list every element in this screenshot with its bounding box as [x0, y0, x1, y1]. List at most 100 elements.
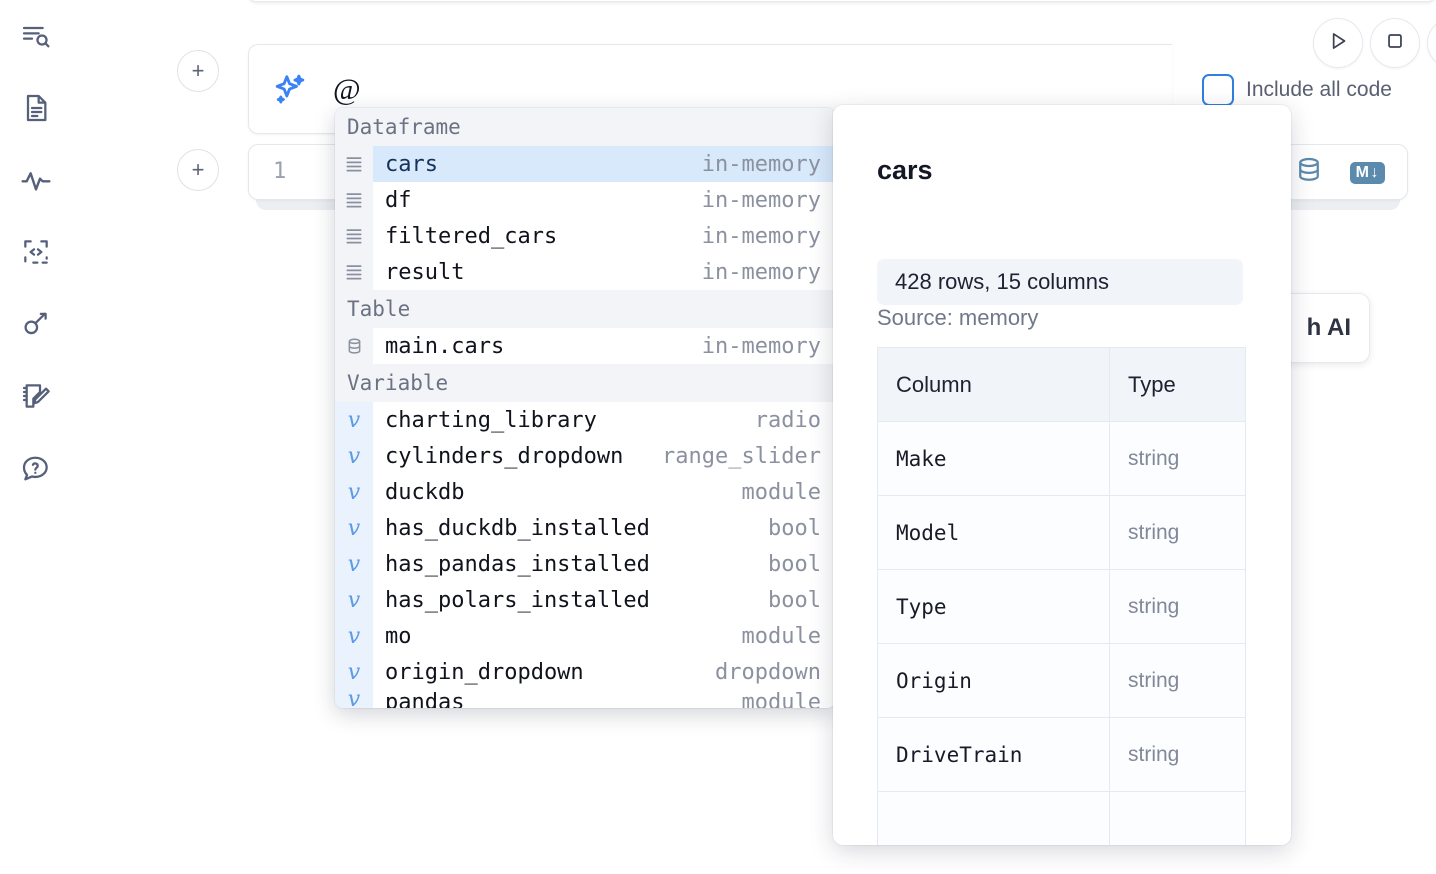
autocomplete-item-type: in-memory — [701, 333, 821, 359]
code-snippet-icon — [20, 236, 52, 268]
include-all-code-checkbox[interactable] — [1202, 74, 1234, 106]
column-header-column: Column — [877, 347, 1110, 422]
sidebar-rail — [0, 0, 72, 874]
autocomplete-item[interactable]: v has_duckdb_installed bool — [335, 510, 835, 546]
table-header-row: Column Type — [877, 347, 1246, 422]
autocomplete-item-type: bool — [768, 551, 821, 577]
autocomplete-item-name: pandas — [385, 690, 465, 708]
schema-column-name: Make — [877, 421, 1110, 496]
autocomplete-item[interactable]: main.cars in-memory — [335, 328, 835, 364]
more-actions-button[interactable] — [1427, 18, 1436, 68]
autocomplete-item-type: in-memory — [701, 151, 821, 177]
autocomplete-item-name: cylinders_dropdown — [385, 443, 624, 469]
autocomplete-item-name: has_duckdb_installed — [385, 515, 650, 541]
database-icon[interactable] — [1294, 155, 1324, 190]
sidebar-item-secrets[interactable] — [14, 302, 58, 346]
ai-prompt-input[interactable]: @ — [333, 73, 361, 106]
sidebar-item-outline-search[interactable] — [14, 14, 58, 58]
autocomplete-item-type: bool — [768, 587, 821, 613]
autocomplete-item-name: main.cars — [385, 333, 505, 359]
key-icon — [20, 308, 52, 340]
detail-shape-badge: 428 rows, 15 columns — [877, 259, 1243, 305]
autocomplete-item-name: origin_dropdown — [385, 659, 584, 685]
schema-column-type: string — [1109, 717, 1246, 792]
variable-icon: v — [335, 510, 373, 546]
dataframe-icon — [335, 254, 373, 290]
autocomplete-item-type: radio — [754, 407, 821, 433]
plus-icon: + — [191, 58, 205, 83]
autocomplete-item-type: dropdown — [715, 659, 821, 685]
autocomplete-item-name: cars — [385, 151, 438, 177]
autocomplete-item-name: has_pandas_installed — [385, 551, 650, 577]
generate-with-ai-label: h AI — [1306, 314, 1351, 341]
autocomplete-group-header: Dataframe — [335, 108, 835, 146]
add-cell-button-bottom[interactable]: + — [177, 149, 219, 191]
markdown-badge-arrow: ↓ — [1370, 163, 1379, 181]
sidebar-item-document[interactable] — [14, 86, 58, 130]
markdown-icon[interactable]: M↓ — [1349, 161, 1385, 184]
document-icon — [20, 92, 52, 124]
autocomplete-item[interactable]: cars in-memory — [335, 146, 835, 182]
table-row-partial — [877, 791, 1246, 845]
detail-source: Source: memory — [877, 305, 1039, 330]
sparkles-icon — [271, 71, 309, 109]
schema-column-type: string — [1109, 643, 1246, 718]
autocomplete-item-name: mo — [385, 623, 412, 649]
autocomplete-item-name: charting_library — [385, 407, 597, 433]
outline-search-icon — [20, 20, 52, 52]
include-all-code-label: Include all code — [1246, 78, 1392, 101]
schema-column-type: string — [1109, 569, 1246, 644]
add-cell-button-top[interactable]: + — [177, 50, 219, 92]
schema-column-type: string — [1109, 495, 1246, 570]
autocomplete-item-name: df — [385, 187, 412, 213]
cell-icon-group: M↓ — [1294, 155, 1385, 190]
sidebar-item-help[interactable] — [14, 446, 58, 490]
autocomplete-item-type: bool — [768, 515, 821, 541]
sidebar-item-code-snippet[interactable] — [14, 230, 58, 274]
variable-icon: v — [335, 582, 373, 618]
plus-icon: + — [191, 157, 205, 182]
include-all-code-row[interactable]: Include all code — [1202, 74, 1392, 106]
autocomplete-group-header: Table — [335, 290, 835, 328]
previous-cell-card-partial — [248, 0, 1436, 2]
variable-icon: v — [335, 618, 373, 654]
sidebar-item-activity[interactable] — [14, 158, 58, 202]
autocomplete-item-type: module — [741, 690, 821, 708]
variable-icon: v — [335, 438, 373, 474]
autocomplete-item-name: result — [385, 259, 465, 285]
schema-column-name: DriveTrain — [877, 717, 1110, 792]
autocomplete-item[interactable]: v has_polars_installed bool — [335, 582, 835, 618]
dataframe-detail-panel: cars Source: memory 428 rows, 15 columns… — [833, 105, 1291, 845]
autocomplete-group-header: Variable — [335, 364, 835, 402]
schema-column-type: string — [1109, 421, 1246, 496]
autocomplete-item-type: module — [741, 623, 821, 649]
table-icon — [335, 328, 373, 364]
dataframe-icon — [335, 218, 373, 254]
stop-cell-button[interactable] — [1370, 18, 1420, 68]
autocomplete-item-type: in-memory — [701, 223, 821, 249]
help-chat-icon — [20, 452, 52, 484]
run-cell-button[interactable] — [1313, 18, 1363, 68]
scratchpad-icon — [20, 380, 52, 412]
autocomplete-item-name: has_polars_installed — [385, 587, 650, 613]
dataframe-icon — [335, 182, 373, 218]
sidebar-item-scratchpad[interactable] — [14, 374, 58, 418]
autocomplete-item-type: module — [741, 479, 821, 505]
